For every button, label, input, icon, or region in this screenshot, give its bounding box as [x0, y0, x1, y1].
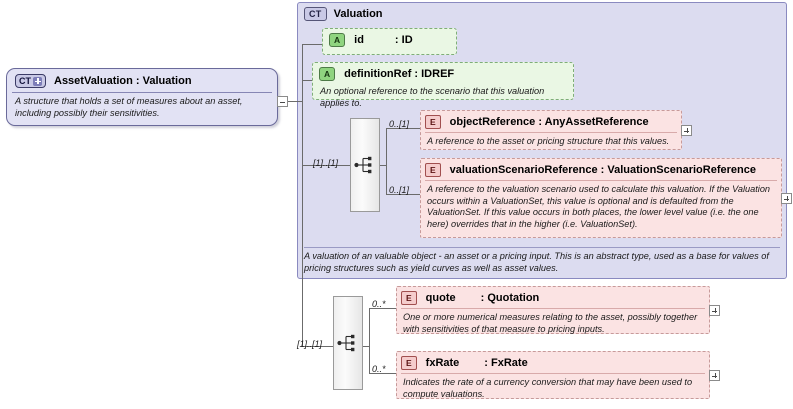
connector-to-id — [302, 44, 322, 45]
connector-to-sequence-upper — [302, 165, 350, 166]
element-valuationscenarioreference-header: E valuationScenarioReference : Valuation… — [421, 159, 781, 180]
sequence-icon — [337, 334, 355, 352]
sequence-compositor-upper[interactable] — [350, 118, 380, 212]
connector-to-sequence-lower — [302, 346, 334, 347]
asset-valuation-collapse-toggle[interactable] — [277, 96, 288, 107]
element-valuationscenarioreference-node[interactable]: E valuationScenarioReference : Valuation… — [420, 158, 782, 238]
element-fxrate-expand-toggle[interactable] — [709, 370, 720, 381]
element-fxrate-name: fxRate — [425, 357, 460, 369]
plus-icon — [33, 76, 42, 86]
sequence-upper-multiplicity: [1]..[1] — [313, 158, 339, 168]
connector-root-vertical — [302, 44, 303, 346]
sequence-icon — [354, 156, 372, 174]
sequence-lower-multiplicity: [1]..[1] — [297, 339, 323, 349]
valuationscenarioreference-multiplicity: 0..[1] — [389, 185, 410, 195]
attribute-definitionref-header: A definitionRef : IDREF — [313, 63, 573, 84]
attribute-definitionref-node[interactable]: A definitionRef : IDREF An optional refe… — [312, 62, 574, 108]
complex-type-badge-text: CT — [19, 76, 31, 86]
connector-to-quote — [369, 308, 401, 309]
valuation-container-header: CT Valuation — [304, 7, 383, 21]
element-fxrate-node[interactable]: E fxRate : FxRate Indicates the rate of … — [396, 351, 710, 399]
attribute-id-name: id — [354, 34, 364, 46]
element-fxrate-type: : FxRate — [484, 357, 528, 369]
element-valuationscenarioreference-documentation: A reference to the valuation scenario us… — [425, 180, 777, 233]
connector-to-definitionref — [302, 80, 312, 81]
connector-seq-upper-stub — [380, 165, 386, 166]
element-valuationscenarioreference-expand-toggle[interactable] — [781, 193, 792, 204]
element-badge-icon: E — [425, 163, 441, 177]
attribute-id-node[interactable]: A id : ID — [322, 28, 457, 55]
connector-root-out — [288, 101, 302, 102]
sequence-compositor-lower[interactable] — [333, 296, 363, 390]
element-quote-name: quote — [425, 292, 456, 304]
attribute-id-type: : ID — [394, 34, 413, 46]
attribute-definitionref-name: definitionRef : IDREF — [344, 68, 455, 80]
element-objectreference-expand-toggle[interactable] — [681, 125, 692, 136]
fxrate-multiplicity: 0..* — [372, 364, 386, 374]
asset-valuation-title: AssetValuation : Valuation — [54, 75, 192, 87]
element-objectreference-node[interactable]: E objectReference : AnyAssetReference A … — [420, 110, 682, 150]
attribute-badge-icon: A — [319, 67, 336, 81]
asset-valuation-header: CT AssetValuation : Valuation — [7, 69, 277, 92]
asset-valuation-documentation: A structure that holds a set of measures… — [12, 92, 272, 123]
element-badge-icon: E — [401, 291, 417, 305]
element-quote-type: : Quotation — [480, 292, 540, 304]
complex-type-expand-icon[interactable]: CT — [15, 74, 46, 88]
attribute-badge-icon: A — [329, 33, 346, 47]
connector-seq-lower-stub — [363, 346, 369, 347]
connector-to-objectreference — [386, 128, 422, 129]
element-badge-icon: E — [401, 356, 417, 370]
connector-seq-upper-vertical — [386, 128, 387, 194]
element-quote-node[interactable]: E quote : Quotation One or more numerica… — [396, 286, 710, 334]
element-objectreference-header: E objectReference : AnyAssetReference — [421, 111, 681, 132]
element-fxrate-header: E fxRate : FxRate — [397, 352, 709, 373]
valuation-container-documentation: A valuation of an valuable object - an a… — [304, 247, 780, 274]
quote-multiplicity: 0..* — [372, 299, 386, 309]
connector-seq-lower-vertical — [369, 308, 370, 373]
asset-valuation-root-node[interactable]: CT AssetValuation : Valuation A structur… — [6, 68, 278, 126]
element-fxrate-documentation: Indicates the rate of a currency convers… — [401, 373, 705, 403]
element-quote-expand-toggle[interactable] — [709, 305, 720, 316]
connector-to-valuationscenarioreference — [386, 194, 422, 195]
attribute-id-header: A id : ID — [323, 29, 456, 50]
objectreference-multiplicity: 0..[1] — [389, 119, 410, 129]
element-valuationscenarioreference-name: valuationScenarioReference : ValuationSc… — [449, 164, 756, 176]
element-objectreference-documentation: A reference to the asset or pricing stru… — [425, 132, 677, 151]
element-quote-documentation: One or more numerical measures relating … — [401, 308, 705, 338]
connector-to-fxrate — [369, 373, 401, 374]
element-quote-header: E quote : Quotation — [397, 287, 709, 308]
attribute-definitionref-documentation: An optional reference to the scenario th… — [320, 86, 545, 108]
complex-type-badge-icon: CT — [304, 7, 327, 21]
element-objectreference-name: objectReference : AnyAssetReference — [449, 116, 649, 128]
element-badge-icon: E — [425, 115, 441, 129]
valuation-container-title: Valuation — [333, 8, 383, 20]
